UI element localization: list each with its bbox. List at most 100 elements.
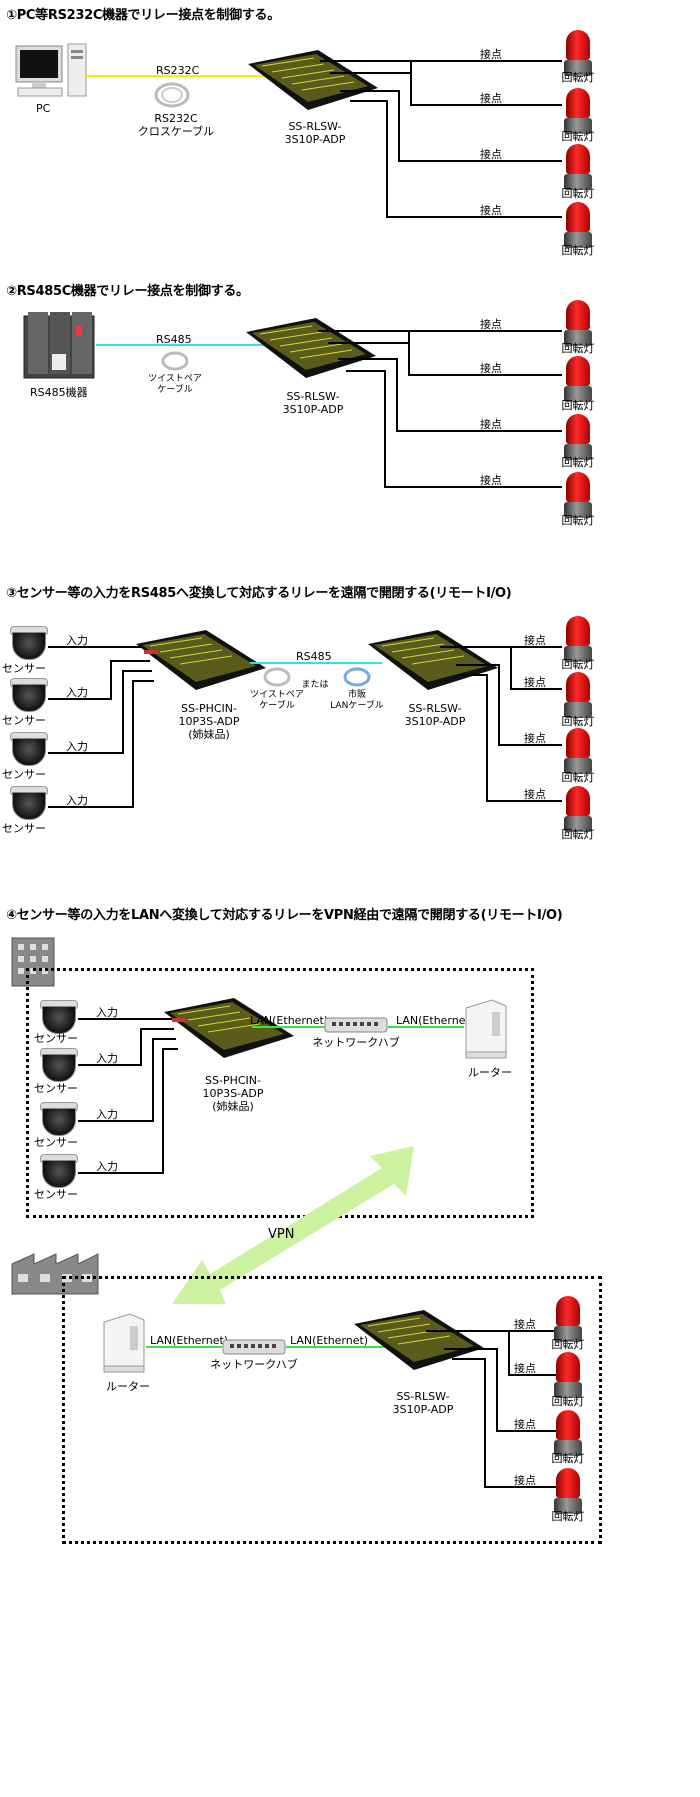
input-label: 入力 [96, 1160, 118, 1173]
input-label: 入力 [96, 1052, 118, 1065]
or-label: または [301, 680, 329, 690]
site-b-boundary [62, 1276, 602, 1544]
lamp-label: 回転灯 [561, 658, 595, 671]
rotating-lamp-icon [548, 1468, 588, 1526]
contact-label: 接点 [514, 1418, 536, 1431]
rotating-lamp-icon [558, 144, 598, 202]
contact-label: 接点 [524, 676, 546, 689]
vpn-label: VPN [268, 1227, 295, 1242]
phcin-label-c: (姉妹品) [212, 1100, 254, 1113]
contact-label: 接点 [480, 48, 502, 61]
input-label: 入力 [66, 740, 88, 753]
lamp-label: 回転灯 [561, 187, 595, 200]
input-label: 入力 [96, 1006, 118, 1019]
input-board-1 [136, 630, 266, 692]
sensor-label: センサー [2, 662, 46, 675]
relay-board-2 [246, 318, 376, 380]
phcin-label-b: 10P3S-ADP [202, 1087, 264, 1100]
router-label: ルーター [106, 1380, 150, 1393]
lamp-label: 回転灯 [551, 1510, 585, 1523]
lan-cable-icon [342, 666, 372, 688]
rotating-lamp-icon [558, 672, 598, 730]
lan-label: LAN(Ethernet) [150, 1334, 229, 1347]
contact-label: 接点 [524, 788, 546, 801]
lan-cable-label-2: LANケーブル [330, 701, 384, 711]
router-icon [462, 998, 508, 1060]
rotating-lamp-icon [558, 414, 598, 472]
building-icon [10, 936, 56, 988]
contact-label: 接点 [480, 318, 502, 331]
section-4-title: ④センサー等の入力をLANへ変換して対応するリレーをVPN経由で遠隔で開閉する(… [6, 908, 563, 923]
lamp-label: 回転灯 [551, 1395, 585, 1408]
contact-label: 接点 [514, 1474, 536, 1487]
hub-label: ネットワークハブ [210, 1358, 298, 1371]
rotating-lamp-icon [558, 356, 598, 414]
lamp-label: 回転灯 [561, 71, 595, 84]
lamp-label: 回転灯 [561, 244, 595, 257]
relay-2-label-a: SS-RLSW- [286, 390, 340, 403]
input-label: 入力 [66, 686, 88, 699]
lamp-label: 回転灯 [561, 828, 595, 841]
input-label: 入力 [66, 794, 88, 807]
site-a-boundary [26, 968, 534, 1218]
rs485-device-icon [22, 310, 96, 380]
contact-label: 接点 [514, 1362, 536, 1375]
lan-cable-label-1: 市販 [347, 690, 366, 700]
sensor-camera-icon [36, 1000, 80, 1034]
relay-4-label-b: 3S10P-ADP [392, 1403, 454, 1416]
network-hub-icon [222, 1338, 286, 1356]
lamp-label: 回転灯 [561, 399, 595, 412]
cable-icon [152, 80, 192, 110]
lamp-label: 回転灯 [561, 715, 595, 728]
rs485-label: RS485 [156, 333, 192, 346]
phcin-label-a: SS-PHCIN- [181, 702, 237, 715]
sensor-camera-icon [36, 1048, 80, 1082]
cable-label-1: RS232C [154, 112, 198, 125]
lan-label: LAN(Ethernet) [290, 1334, 369, 1347]
phcin-label-a: SS-PHCIN- [205, 1074, 261, 1087]
rotating-lamp-icon [558, 728, 598, 786]
contact-label: 接点 [480, 148, 502, 161]
rotating-lamp-icon [558, 472, 598, 530]
input-label: 入力 [66, 634, 88, 647]
twisted-label-1: ツイストペア [250, 690, 304, 700]
phcin-label-c: (姉妹品) [188, 728, 230, 741]
contact-label: 接点 [524, 732, 546, 745]
contact-label: 接点 [480, 204, 502, 217]
rotating-lamp-icon [558, 88, 598, 146]
lan-label: LAN(Ethernet) [250, 1014, 329, 1027]
relay-3-label-a: SS-RLSW- [408, 702, 462, 715]
section-3-title: ③センサー等の入力をRS485へ変換して対応するリレーを遠隔で開閉する(リモート… [6, 586, 512, 601]
rotating-lamp-icon [558, 30, 598, 88]
contact-label: 接点 [480, 474, 502, 487]
input-label: 入力 [96, 1108, 118, 1121]
rotating-lamp-icon [558, 786, 598, 844]
contact-label: 接点 [480, 92, 502, 105]
sensor-camera-icon [36, 1154, 80, 1188]
twisted-label-2: ケーブル [157, 385, 193, 395]
hub-label: ネットワークハブ [312, 1036, 400, 1049]
section-2-title: ②RS485C機器でリレー接点を制御する。 [6, 284, 249, 299]
rotating-lamp-icon [558, 616, 598, 674]
sensor-label: センサー [34, 1136, 78, 1149]
rotating-lamp-icon [558, 300, 598, 358]
cable-icon [262, 666, 292, 688]
cable-icon [160, 350, 190, 372]
sensor-camera-icon [6, 732, 50, 766]
sensor-label: センサー [2, 822, 46, 835]
pc-label: PC [36, 102, 51, 115]
relay-3-label-b: 3S10P-ADP [404, 715, 466, 728]
lamp-label: 回転灯 [561, 130, 595, 143]
lamp-label: 回転灯 [561, 771, 595, 784]
rotating-lamp-icon [558, 202, 598, 260]
rotating-lamp-icon [548, 1352, 588, 1410]
rotating-lamp-icon [548, 1296, 588, 1354]
rs485-label: RS485 [296, 650, 332, 663]
sensor-label: センサー [2, 714, 46, 727]
relay-4-label-a: SS-RLSW- [396, 1390, 450, 1403]
router-icon [100, 1312, 146, 1374]
network-hub-icon [324, 1016, 388, 1034]
relay-2-label-b: 3S10P-ADP [282, 403, 344, 416]
pc-icon [14, 42, 88, 98]
vpn-arrow [168, 1140, 418, 1310]
